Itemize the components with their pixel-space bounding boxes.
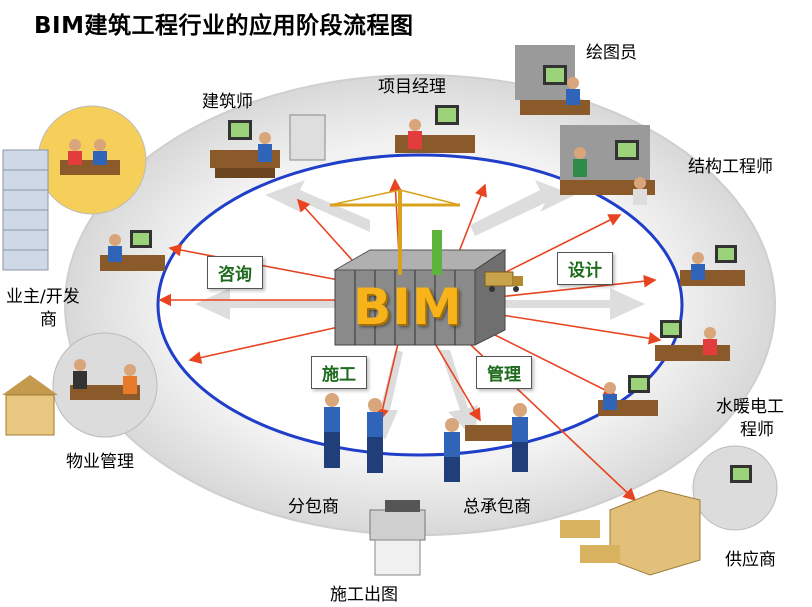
stage-design: 设计 xyxy=(557,252,613,285)
role-structural-engineer: 结构工程师 xyxy=(688,157,773,177)
subcontractor-workers-icon xyxy=(324,393,383,473)
property-management-icon xyxy=(52,332,158,438)
role-project-manager: 项目经理 xyxy=(378,77,446,97)
role-supplier: 供应商 xyxy=(725,550,776,570)
stage-consult: 咨询 xyxy=(207,256,263,289)
supplier-warehouse-icon xyxy=(560,445,778,576)
plotter-icon xyxy=(369,500,426,576)
role-owner-line1: 业主/开发 xyxy=(6,287,80,307)
hvac-station-icon xyxy=(680,245,745,286)
hvac-station-3-icon xyxy=(598,375,658,416)
grey-arrows xyxy=(195,180,645,440)
office-building-icon xyxy=(2,149,49,271)
stage-ellipse xyxy=(156,153,684,457)
role-owner-line2: 商 xyxy=(40,310,57,330)
draftsman-station-icon xyxy=(515,45,590,115)
general-contractor-icon xyxy=(444,403,528,482)
bim-center-label: BIM xyxy=(353,278,463,336)
role-architect: 建筑师 xyxy=(202,92,253,112)
role-property-management: 物业管理 xyxy=(66,452,134,472)
role-general-contractor: 总承包商 xyxy=(463,497,531,517)
owner-station-icon xyxy=(100,230,165,271)
role-construction-drawing: 施工出图 xyxy=(330,585,398,605)
role-subcontractor: 分包商 xyxy=(288,497,339,517)
architect-station-icon xyxy=(210,114,326,178)
project-manager-station-icon xyxy=(395,105,475,153)
stage-construction: 施工 xyxy=(311,356,367,389)
role-hvac-line2: 程师 xyxy=(740,420,774,440)
structural-engineer-station-icon xyxy=(560,125,655,205)
page-title: BIM建筑工程行业的应用阶段流程图 xyxy=(34,13,414,39)
house-icon xyxy=(2,375,58,436)
hvac-station-2-icon xyxy=(655,320,730,361)
role-hvac-line1: 水暖电工 xyxy=(716,397,784,417)
truck-icon xyxy=(484,271,523,292)
central-building-icon xyxy=(329,189,507,346)
role-draftsman: 绘图员 xyxy=(586,43,637,63)
owner-meeting-icon xyxy=(37,105,147,215)
stage-management: 管理 xyxy=(476,356,532,389)
